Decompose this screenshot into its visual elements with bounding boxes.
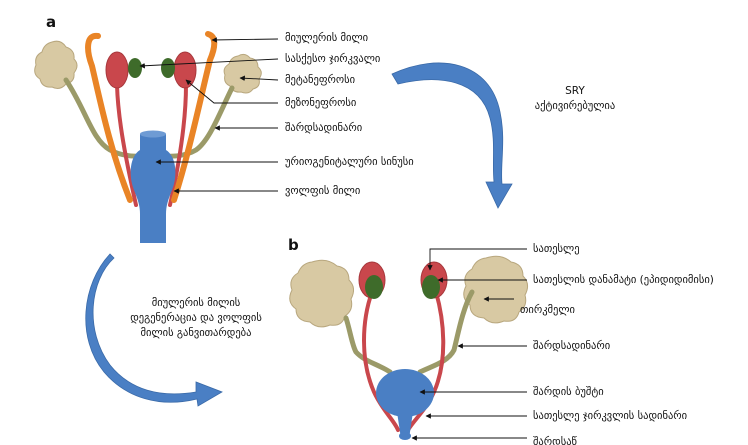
- panel-letter-b: b: [288, 236, 299, 254]
- urogenital-sinus-shape: [130, 134, 176, 243]
- transition-note: მიულერის მილის დეგენერაცია და ვოლფის მილ…: [118, 296, 274, 341]
- right-epididymis-b: [422, 275, 440, 299]
- leader-mesonephros: [185, 79, 278, 104]
- label-mullerian-duct: მიულერის მილი: [285, 32, 369, 44]
- sry-note-line2: აქტივირებულია: [534, 100, 616, 112]
- left-mullerian-duct: [85, 32, 133, 203]
- leader-testis: [427, 248, 527, 271]
- label-urethra: შარდსაწ: [533, 436, 577, 445]
- label-testis: სათესლე: [533, 243, 580, 255]
- left-epididymis-b: [365, 275, 383, 299]
- leader-metanephros: [239, 75, 279, 81]
- left-wolffian-duct: [115, 83, 138, 207]
- right-gonad-a: [173, 51, 197, 89]
- left-ureter-b: [343, 315, 393, 375]
- bladder-shape: [376, 369, 434, 417]
- sry-note: SRY აქტივირებულია: [520, 84, 630, 114]
- urogenital-sinus-top: [140, 130, 166, 138]
- panel-letter-a: a: [46, 13, 57, 31]
- label-urogenital-sinus: ურიოგენიტალური სინუსი: [285, 156, 414, 168]
- right-kidney-b: [463, 255, 529, 324]
- sry-note-line1: SRY: [565, 85, 585, 97]
- right-vas-deferens: [406, 290, 446, 432]
- transition-note-line1: მიულერის მილის: [151, 297, 241, 309]
- left-gonad-a: [105, 51, 129, 89]
- right-ureter-b: [417, 289, 475, 375]
- left-epididymis-a: [128, 58, 142, 78]
- left-kidney-b: [289, 259, 355, 328]
- label-ureter-a: შარდსადინარი: [285, 122, 363, 134]
- left-vas-deferens: [362, 290, 400, 432]
- label-bladder: შარდის ბუშტი: [533, 386, 604, 398]
- panel-a-leaders: [139, 37, 279, 194]
- transition-note-line3: მილის განვითარდება: [140, 327, 252, 339]
- sry-curved-arrow: [391, 62, 513, 209]
- right-epididymis-a: [161, 58, 175, 78]
- left-kidney-a: [34, 40, 78, 89]
- label-mesonephros: მეზონეფროსი: [285, 97, 357, 109]
- label-gonad: სასქესო ჯირკვალი: [285, 53, 381, 65]
- right-wolffian-duct: [168, 83, 188, 207]
- panel-a-figure: [34, 31, 262, 243]
- label-wolffian-duct: ვოლფის მილი: [285, 185, 361, 197]
- label-vas-deferens: სათესლე ჯირკვლის სადინარი: [533, 410, 688, 422]
- transition-note-line2: დეგენერაცია და ვოლფის: [130, 312, 262, 324]
- degeneration-curved-arrow: [85, 253, 223, 407]
- right-kidney-a: [223, 53, 262, 94]
- urethra-tip: [399, 432, 411, 440]
- leader-mullerian: [211, 37, 279, 43]
- label-kidney: თირკმელი: [520, 304, 575, 316]
- leader-gonad: [139, 58, 279, 69]
- urethra-shape: [397, 412, 413, 437]
- label-ureter-b: შარდსადინარი: [533, 340, 611, 352]
- panel-b-leaders: [411, 248, 527, 441]
- panel-b-figure: [289, 255, 529, 440]
- label-epididymis: სათესლის დანამატი (ეპიდიდიმისი): [533, 274, 714, 286]
- label-metanephros: მეტანეფროსი: [285, 74, 356, 86]
